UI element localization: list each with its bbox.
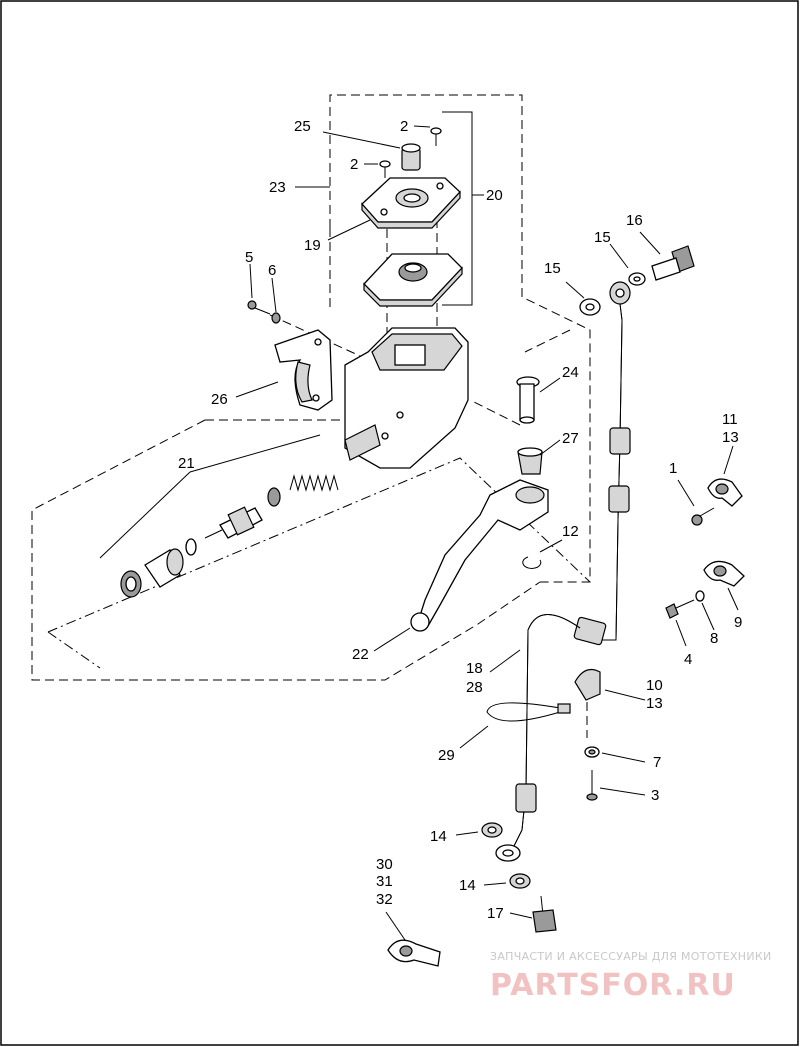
brake-line-part-18 bbox=[495, 303, 631, 862]
callout-27: 27 bbox=[562, 430, 579, 447]
clamp-part-9 bbox=[703, 560, 745, 587]
spring-part bbox=[289, 474, 339, 492]
retaining-clip-part-12 bbox=[522, 556, 542, 569]
boot-part bbox=[120, 548, 184, 598]
assembly-outline-lower bbox=[31, 419, 591, 681]
watermark-logo: PARTSFOR.RU bbox=[490, 968, 736, 1003]
callout-10: 10 bbox=[646, 677, 663, 694]
watermark-tagline: ЗАПЧАСТИ И АКСЕССУАРЫ ДЛЯ МОТОТЕХНИКИ bbox=[490, 950, 772, 963]
callout-20: 20 bbox=[486, 187, 503, 204]
watermark: ЗАПЧАСТИ И АКСЕССУАРЫ ДЛЯ МОТОТЕХНИКИ PA… bbox=[490, 950, 772, 1003]
callout-32: 32 bbox=[376, 891, 393, 908]
clamp-part-26 bbox=[274, 329, 333, 411]
callout-17: 17 bbox=[487, 905, 504, 922]
callout-31: 31 bbox=[376, 873, 393, 890]
callout-15-lower: 15 bbox=[544, 260, 561, 277]
callout-18: 18 bbox=[466, 660, 483, 677]
callout-2-top: 2 bbox=[400, 118, 408, 135]
washer-part-15a bbox=[628, 272, 646, 286]
piston-part bbox=[204, 506, 263, 539]
callout-22: 22 bbox=[352, 646, 369, 663]
washer-part-7 bbox=[584, 746, 600, 758]
callout-2-left: 2 bbox=[350, 156, 358, 173]
callout-13-lower: 13 bbox=[646, 695, 663, 712]
callout-15-upper: 15 bbox=[594, 229, 611, 246]
banjo-bolt-part-17 bbox=[532, 895, 557, 933]
brake-lever-part-22 bbox=[410, 479, 549, 632]
cable-strap-part-29 bbox=[486, 702, 571, 722]
callout-8: 8 bbox=[710, 630, 718, 647]
washer-part-14a bbox=[481, 822, 503, 838]
callout-9: 9 bbox=[734, 614, 742, 631]
callout-7: 7 bbox=[653, 754, 661, 771]
clamp-part-11 bbox=[707, 478, 743, 507]
callout-21: 21 bbox=[178, 455, 195, 472]
clamp-bolt-part-5 bbox=[247, 300, 271, 315]
callout-labels: 25 2 2 23 20 19 5 6 26 21 16 15 15 24 27… bbox=[178, 118, 742, 922]
callout-13-upper: 13 bbox=[722, 429, 739, 446]
diaphragm-part bbox=[363, 253, 463, 307]
callout-28: 28 bbox=[466, 679, 483, 696]
callout-12: 12 bbox=[562, 523, 579, 540]
washer-part-8 bbox=[695, 590, 705, 602]
reservoir-cap-part-25 bbox=[401, 143, 421, 171]
banjo-bolt-part-16 bbox=[651, 245, 695, 281]
clamp-part-30 bbox=[387, 939, 441, 967]
callout-16: 16 bbox=[626, 212, 643, 229]
o-ring-part bbox=[185, 538, 197, 556]
screw-part-3 bbox=[586, 770, 598, 801]
callout-30: 30 bbox=[376, 856, 393, 873]
callout-4: 4 bbox=[684, 651, 692, 668]
leader-lines bbox=[99, 111, 739, 941]
screw-part-1 bbox=[691, 507, 715, 526]
callout-5: 5 bbox=[245, 249, 253, 266]
master-cylinder-body bbox=[344, 327, 469, 469]
piston-seal-part bbox=[267, 487, 281, 507]
cover-screw-part-2a bbox=[430, 127, 442, 146]
washer-part-15b bbox=[579, 298, 601, 316]
callout-1: 1 bbox=[669, 460, 677, 477]
callout-25: 25 bbox=[294, 118, 311, 135]
banjo-fitting-upper bbox=[609, 281, 631, 305]
cover-screw-part-2b bbox=[379, 160, 391, 178]
pivot-pin-part-24 bbox=[516, 376, 540, 424]
washer-part-14b bbox=[509, 873, 531, 889]
clamp-washer-part-6 bbox=[271, 312, 281, 324]
callout-23: 23 bbox=[269, 179, 286, 196]
reservoir-cover-part-19 bbox=[361, 177, 461, 229]
callout-19: 19 bbox=[304, 237, 321, 254]
callout-11: 11 bbox=[722, 411, 738, 428]
bushing-part-27 bbox=[517, 447, 543, 475]
callout-6: 6 bbox=[268, 262, 276, 279]
clamp-part-10 bbox=[574, 669, 601, 701]
callout-3: 3 bbox=[651, 787, 659, 804]
screw-part-4 bbox=[665, 599, 695, 619]
callout-14-upper: 14 bbox=[430, 828, 447, 845]
callout-24: 24 bbox=[562, 364, 579, 381]
callout-14-lower: 14 bbox=[459, 877, 476, 894]
callout-29: 29 bbox=[438, 747, 455, 764]
callout-26: 26 bbox=[211, 391, 228, 408]
